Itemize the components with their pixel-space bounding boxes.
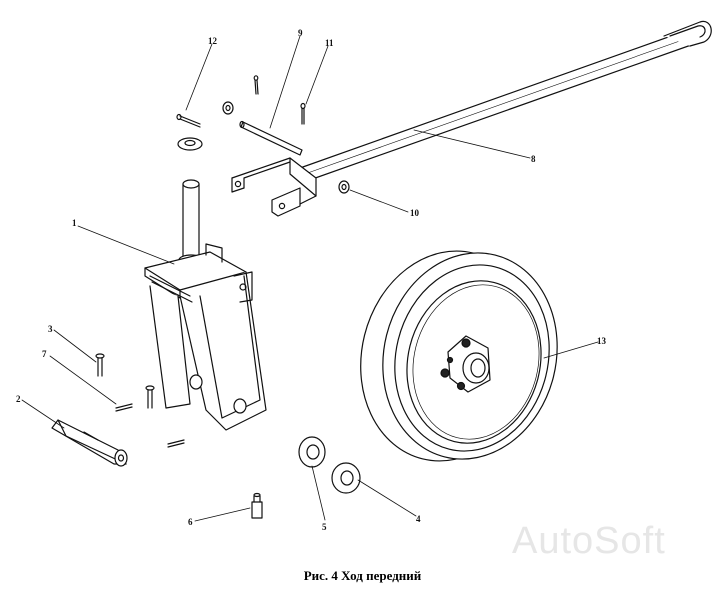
callout-8: 8: [531, 154, 536, 164]
part-drawbar: [231, 20, 712, 217]
part-bolt-3: [95, 353, 105, 377]
callout-3: 3: [48, 324, 53, 334]
callout-7: 7: [42, 349, 47, 359]
part-fitting-6: [251, 492, 263, 519]
part-cotter-11: [300, 102, 306, 125]
leader-lines: [21, 35, 599, 522]
part-cotter-small: [253, 75, 259, 95]
part-axle-2: [51, 419, 128, 467]
callout-12: 12: [208, 36, 218, 46]
part-bolt-7: [115, 385, 185, 448]
callout-2: 2: [16, 394, 21, 404]
callout-5: 5: [322, 522, 327, 532]
part-washer-5: [298, 436, 326, 468]
figure-caption: Рис. 4 Ход передний: [303, 568, 422, 583]
part-wheel-13: [360, 250, 558, 462]
part-12-assembly: [176, 101, 234, 151]
callout-10: 10: [410, 208, 420, 218]
part-fork: [144, 179, 267, 431]
callout-1: 1: [72, 218, 77, 228]
part-pin-9: [239, 120, 303, 156]
callout-11: 11: [325, 38, 334, 48]
callout-9: 9: [298, 28, 303, 38]
callout-4: 4: [416, 514, 421, 524]
callout-labels: 1 2 3 4 5 6 7 8 9 10 11 12 13: [16, 28, 607, 532]
callout-13: 13: [597, 336, 607, 346]
watermark-text: AutoSoft: [512, 520, 666, 562]
callout-6: 6: [188, 517, 193, 527]
part-washer-10: [338, 180, 350, 194]
part-washer-4: [331, 462, 361, 494]
